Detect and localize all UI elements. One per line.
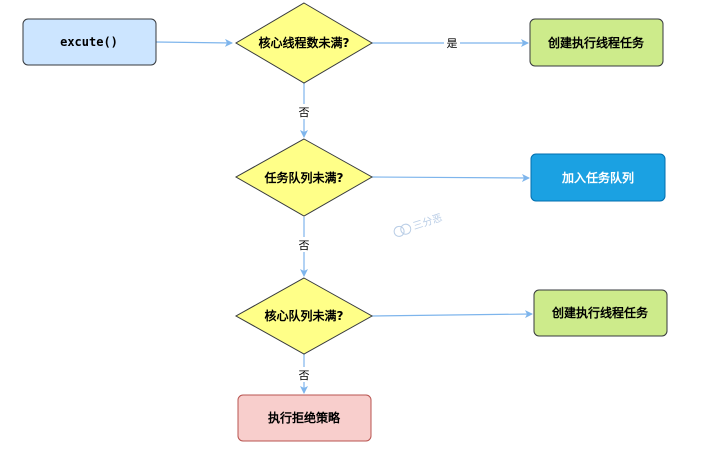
node-reject[interactable]: 执行拒绝策略 [237,394,372,442]
decision-check-core[interactable]: 核心线程数未满? [235,2,373,84]
decision-check-queue[interactable]: 任务队列未满? [234,138,374,217]
watermark-logo-icon [393,223,412,237]
node-execute[interactable]: excute() [22,18,157,66]
node-reject-label: 执行拒绝策略 [268,410,341,425]
edge-label-yes: 是 [447,37,458,50]
decision-check-core-label: 核心线程数未满? [259,35,350,50]
node-add-queue[interactable]: 加入任务队列 [530,153,666,202]
decision-check-max[interactable]: 核心队列未满? [234,277,374,355]
node-create-max-label: 创建执行线程任务 [551,305,649,320]
edge-check-queue-to-add-queue [371,173,530,182]
decision-check-queue-label: 任务队列未满? [264,170,344,185]
edge-label-no-1: 否 [299,106,310,119]
edges [155,38,533,394]
node-create-max[interactable]: 创建执行线程任务 [533,289,668,337]
node-create-core-label: 创建执行线程任务 [547,35,645,50]
node-execute-label: excute() [60,35,118,49]
watermark-text: 三分恶 [412,212,444,233]
edge-label-no-2: 否 [299,239,310,252]
decision-check-max-label: 核心队列未满? [265,308,344,323]
node-create-core[interactable]: 创建执行线程任务 [529,18,664,67]
edge-label-no-3: 否 [299,369,310,382]
edge-execute-to-check-core [155,38,233,47]
node-add-queue-label: 加入任务队列 [561,170,634,185]
edge-labels: 是 否 否 否 [296,35,460,382]
edge-check-max-to-create-max [371,310,533,319]
watermark: 三分恶 [393,212,444,237]
